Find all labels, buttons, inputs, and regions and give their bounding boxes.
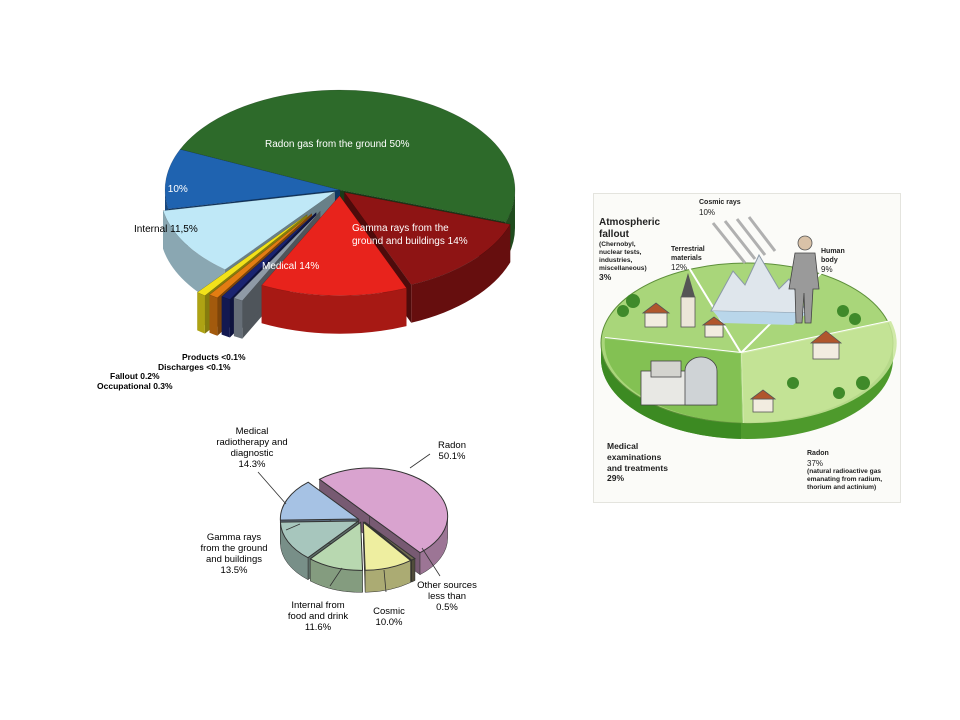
label-radon-title: Radon xyxy=(807,450,829,457)
label-cosmic-rays-title: Cosmic rays xyxy=(699,199,741,206)
small-leader-lines xyxy=(257,453,441,593)
illustrated-pie-chart: Cosmic rays 10% Atmospheric fallout (Che… xyxy=(593,193,901,503)
label-fallout-value: 3% xyxy=(599,272,612,282)
label-cosmic-rays: Cosmic rays 10% xyxy=(699,199,741,217)
main-pie-chart: Radon gas from the ground 50% Gamma rays … xyxy=(70,75,540,405)
label-human-title: Human body xyxy=(821,248,845,264)
main-label-discharges: Discharges <0.1% xyxy=(158,362,231,372)
main-slice-internal xyxy=(162,191,336,270)
label-fallout-title: Atmospheric fallout xyxy=(599,217,661,240)
main-tops xyxy=(162,89,516,302)
small-slice-internal-from-food-and-drink xyxy=(309,521,364,571)
small-tops xyxy=(279,467,449,571)
main-slice-discharges xyxy=(221,212,317,300)
main-slice-gamma-rays-from-the-ground-and-buildings xyxy=(343,191,511,286)
main-label-occupational: Occupational 0.3% xyxy=(97,381,173,391)
label-human-body: Human body 9% xyxy=(821,248,845,275)
main-slice-cosmic-rays xyxy=(164,149,341,210)
label-medical-exams: Medical examinations and treatments 29% xyxy=(607,441,668,484)
main-label-cosmic: Cosmic rays 10% xyxy=(110,184,188,195)
main-label-radon: Radon gas from the ground 50% xyxy=(265,139,410,150)
label-terrestrial-title: Terrestrial materials xyxy=(671,246,705,262)
main-label-fallout: Fallout 0.2% xyxy=(110,371,160,381)
small-slice-medical-radiotherapy-and-diagnostic xyxy=(279,481,360,521)
small-slice-other-sources-less-than xyxy=(364,521,416,561)
label-terrestrial: Terrestrial materials 12% xyxy=(671,246,705,273)
main-label-internal: Internal 11,5% xyxy=(134,224,198,235)
human-figure xyxy=(788,235,820,324)
label-radon-value: 37% xyxy=(807,458,824,468)
main-label-medical: Medical 14% xyxy=(262,261,319,272)
label-cosmic-rays-value: 10% xyxy=(699,207,716,217)
label-atmospheric-fallout: Atmospheric fallout (Chernobyl, nuclear … xyxy=(599,217,660,283)
label-medical-title: Medical examinations and treatments xyxy=(607,441,668,473)
main-slice-medical xyxy=(261,195,407,296)
label-fallout-note: (Chernobyl, nuclear tests, industries, m… xyxy=(599,241,647,272)
small-slice-gamma-rays-from-the-ground-and-buildings xyxy=(279,520,360,559)
label-medical-value: 29% xyxy=(607,473,625,483)
landscape-illustration xyxy=(600,216,897,439)
main-slice-fallout xyxy=(209,213,313,299)
label-radon-illus: Radon 37% (natural radioactive gas emana… xyxy=(807,450,882,492)
main-label-products: Products <0.1% xyxy=(182,352,246,362)
main-slice-radon-gas-from-the-ground xyxy=(179,89,516,223)
label-human-value: 9% xyxy=(821,265,833,274)
label-terrestrial-value: 12% xyxy=(671,263,688,272)
small-slice-radon xyxy=(318,467,449,554)
main-pie-svg: Radon gas from the ground 50% Gamma rays … xyxy=(97,89,516,391)
main-slice-occupational xyxy=(196,214,308,296)
label-radon-note: (natural radioactive gas emanating from … xyxy=(807,468,883,491)
small-slice-cosmic xyxy=(362,521,412,571)
main-slice-products xyxy=(233,211,321,302)
